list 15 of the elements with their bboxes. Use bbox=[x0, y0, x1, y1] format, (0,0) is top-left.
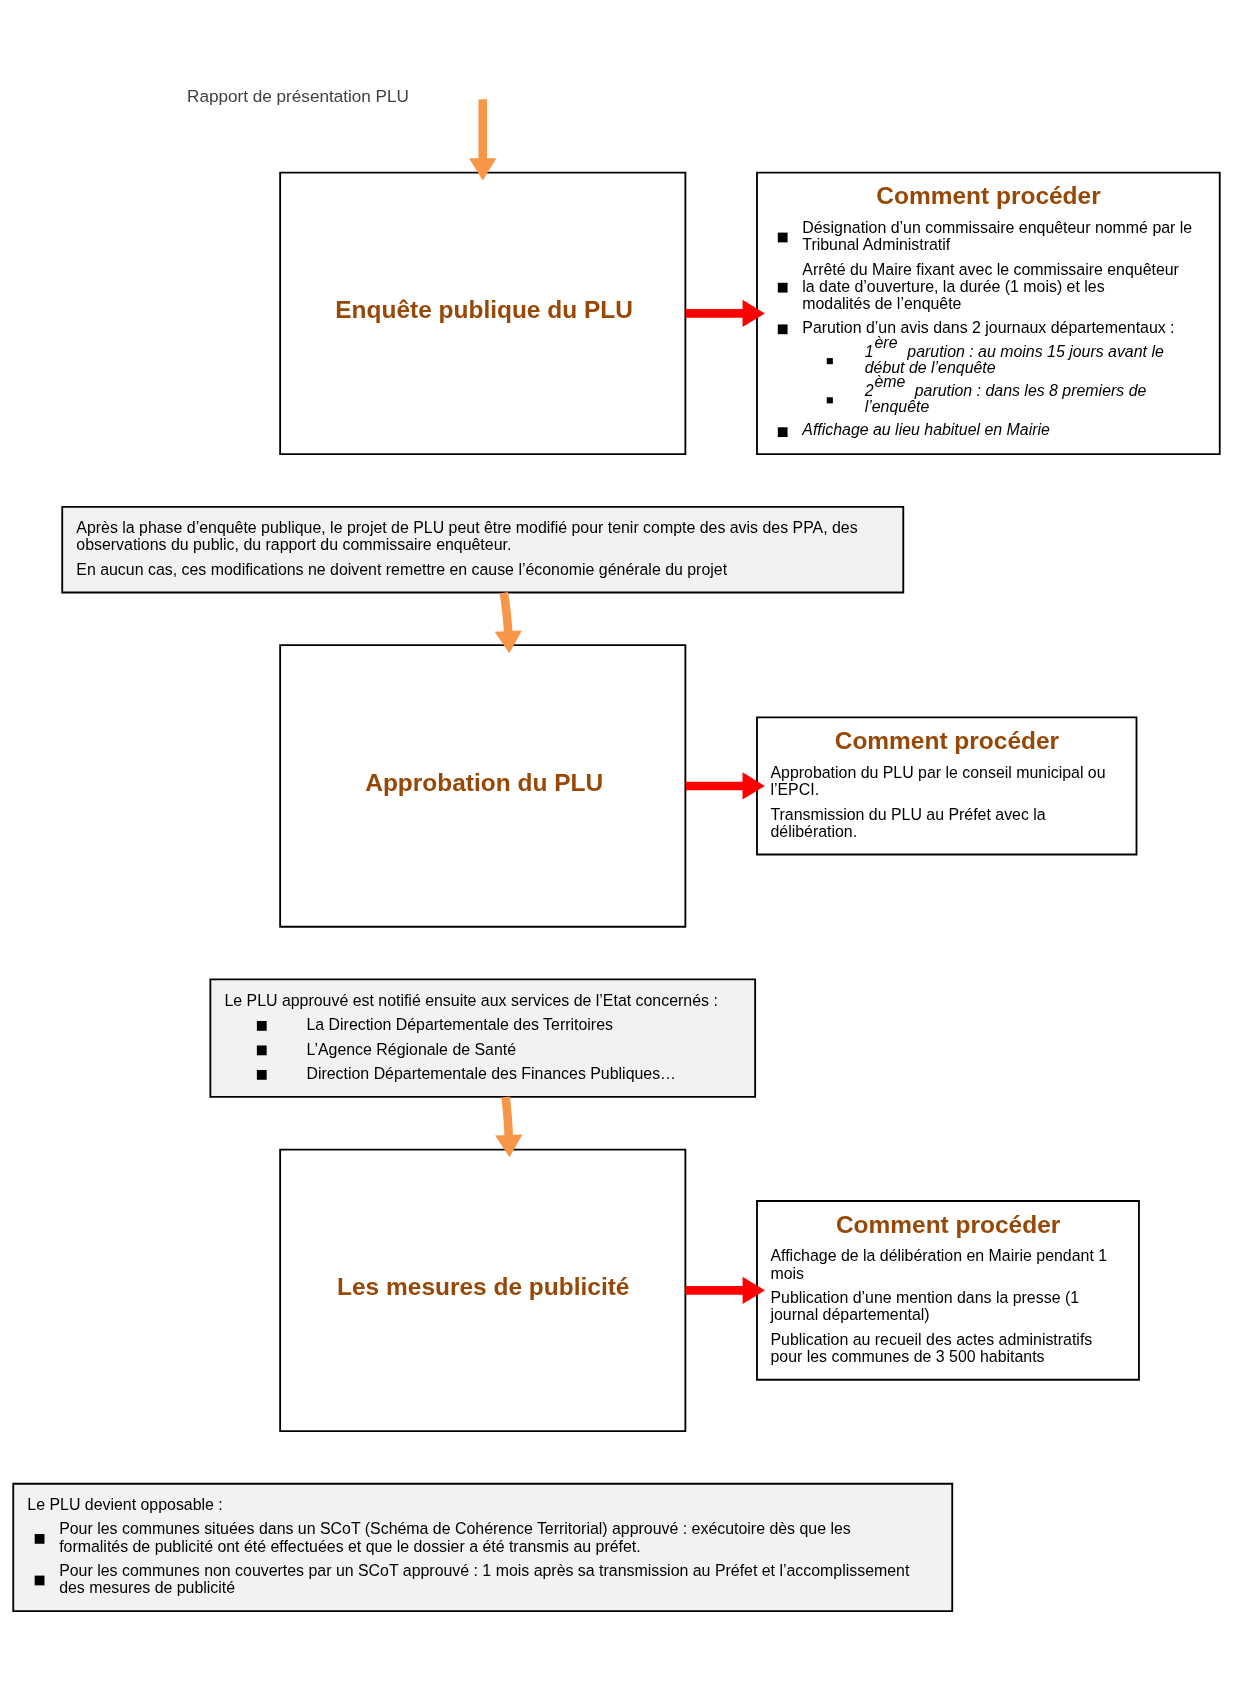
arrow bbox=[494, 591, 522, 653]
arrow bbox=[685, 1276, 765, 1304]
label: Rapport de présentation PLU bbox=[187, 85, 409, 106]
arrow bbox=[685, 771, 765, 800]
node-box: Enquête publique du PLU bbox=[279, 171, 687, 455]
arrow bbox=[495, 1096, 523, 1157]
node-box: Les mesures de publicité bbox=[279, 1148, 687, 1432]
node-box: Le PLU approuvé est notifié ensuite aux services de l’Etat concernés : La Direction Départementale des Territoires L’Agence Régionale de Santé Direction Départementale des Finances Publiques… bbox=[209, 977, 757, 1098]
node-box: Comment procéder Affichage de la délibération en Mairie pendant 1 mois Publication d’une mention dans la presse (1 journal départemental) Publication au recueil des actes administratifs pour les communes de 3 500 habitants bbox=[756, 1199, 1140, 1381]
node-box: Approbation du PLU bbox=[279, 643, 687, 928]
arrow bbox=[685, 299, 765, 327]
arrow bbox=[469, 98, 497, 181]
node-box: Le PLU devient opposable : Pour les communes situées dans un SCoT (Schéma de Cohérence Territorial) approuvé : exécutoire dès que les formalités de publicité ont été effectuées et que le dossier a été transmis au préfet. Pour les communes non couvertes par un SCoT approuvé : 1 mois après sa transmission au Préfet et l’accomplissement des mesures de publicité bbox=[12, 1482, 954, 1612]
node-box: Après la phase d’enquête publique, le projet de PLU peut être modifié pour tenir compte des avis des PPA, des observations du public, du rapport du commissaire enquêteur. En aucun cas, ces modifications ne doivent remettre en cause l’économie générale du projet bbox=[61, 505, 905, 593]
node-box: Comment procéder Approbation du PLU par le conseil municipal ou l’EPCI. Transmission du PLU au Préfet avec la délibération. bbox=[756, 716, 1138, 855]
